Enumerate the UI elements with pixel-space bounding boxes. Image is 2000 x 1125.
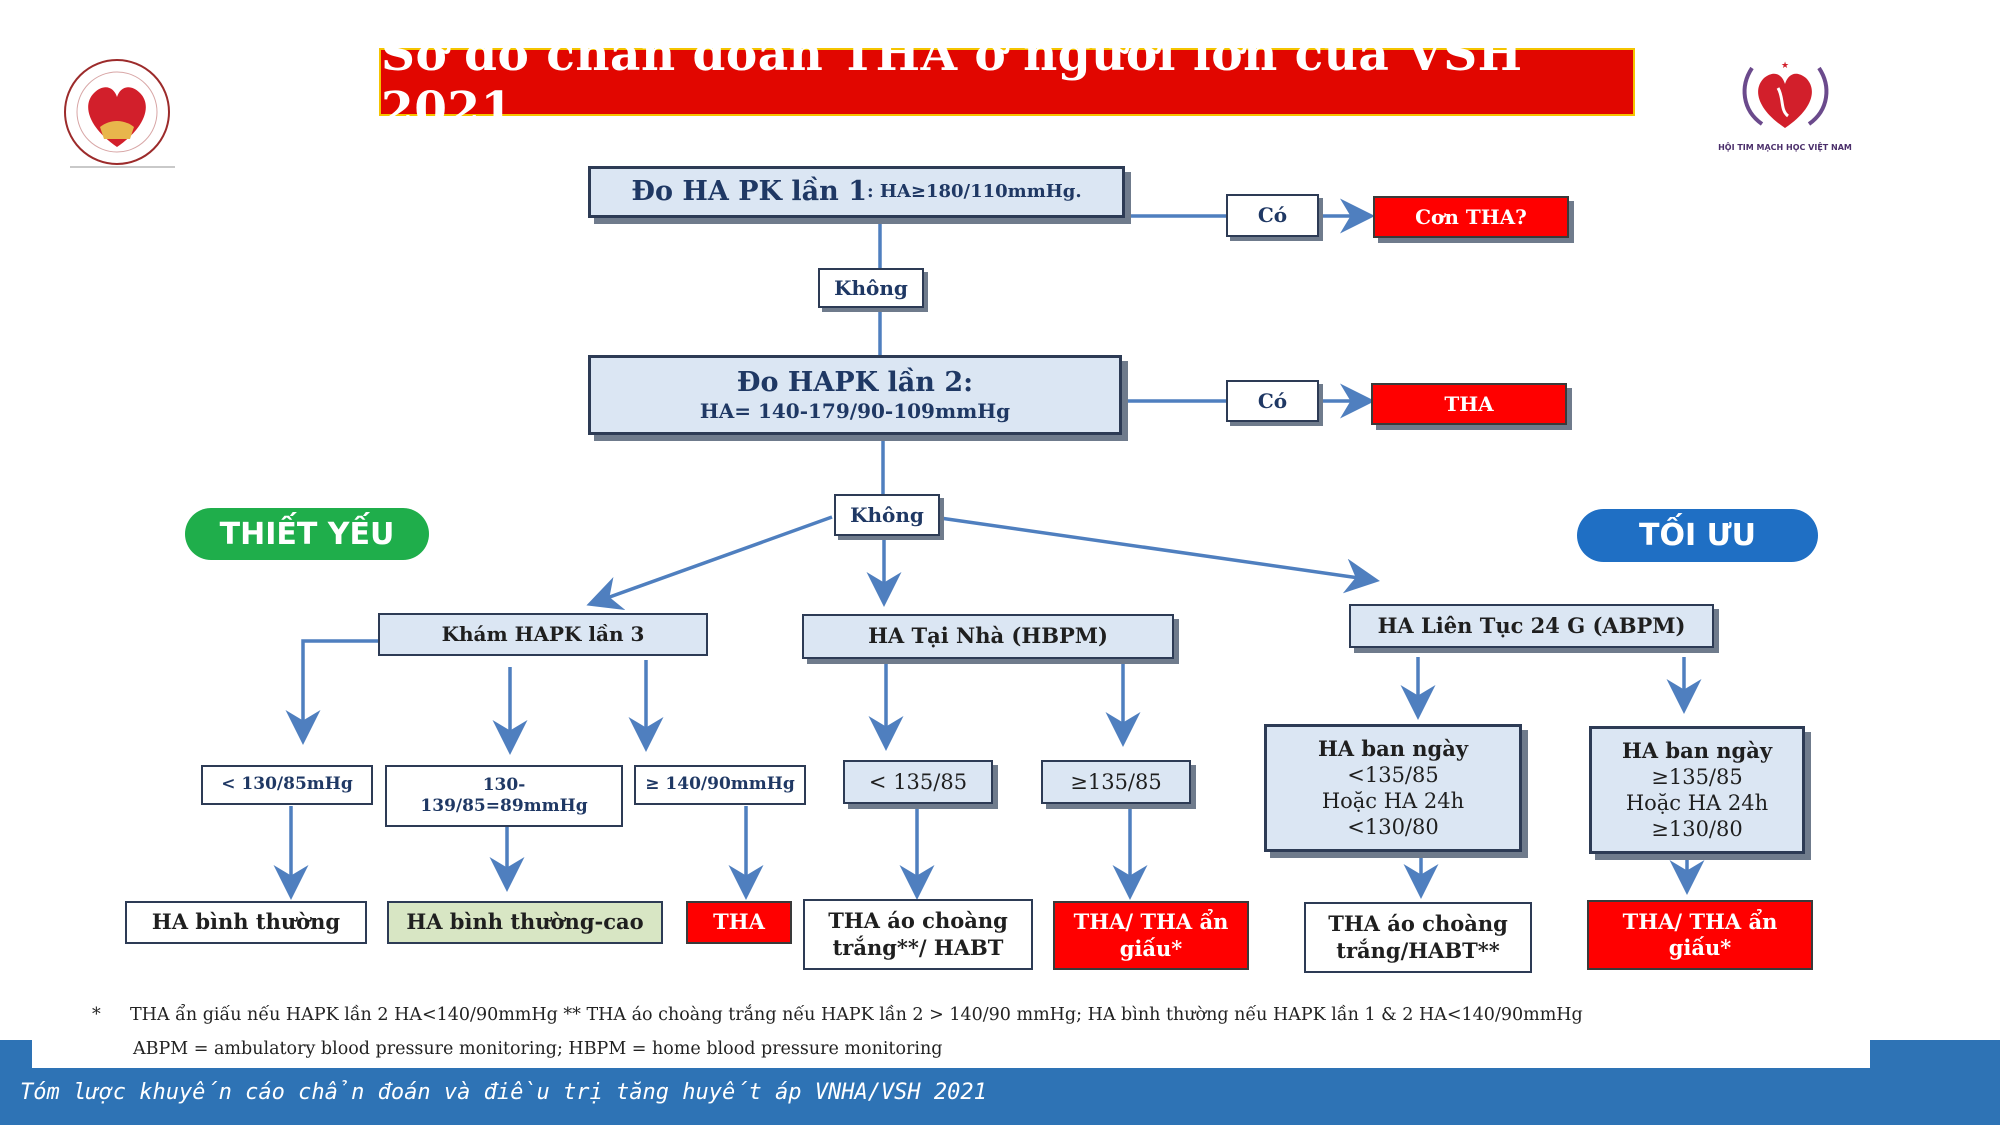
abpm-branch-box: HA Liên Tục 24 G (ABPM) <box>1349 604 1714 648</box>
home-criterion-low: < 135/85 <box>843 760 993 804</box>
step1-no-label: Không <box>818 268 924 308</box>
result-normal: HA bình thường <box>125 901 367 944</box>
footer-top-stripe-right <box>1870 1040 2000 1068</box>
home-branch-box: HA Tại Nhà (HBPM) <box>802 614 1174 659</box>
arrow-to-ambulatory <box>939 516 1380 594</box>
step1-main: Đo HA PK lần 1 <box>631 176 867 208</box>
step1-box: Đo HA PK lần 1 : HA≥180/110mmHg. <box>588 166 1125 218</box>
step1-detail: : HA≥180/110mmHg. <box>866 180 1082 202</box>
abpm-criterion-high: HA ban ngày ≥135/85 Hoặc HA 24h ≥130/80 <box>1589 726 1805 854</box>
result-abpm-white-coat: THA áo choàng trắng/HABT** <box>1304 902 1532 973</box>
step2-result-box: THA <box>1371 383 1567 425</box>
step2-yes-label: Có <box>1226 380 1319 422</box>
step1-yes-label: Có <box>1226 194 1319 237</box>
abpm-criterion-low: HA ban ngày <135/85 Hoặc HA 24h <130/80 <box>1264 724 1522 852</box>
result-abpm-masked: THA/ THA ẩn giấu* <box>1587 900 1813 970</box>
arrow-to-office <box>586 515 833 610</box>
result-tha: THA <box>686 901 792 944</box>
step2-detail: HA= 140-179/90-109mmHg <box>699 399 1011 424</box>
result-high-normal: HA bình thường-cao <box>387 901 663 944</box>
abpm-low-line3: Hoặc HA 24h <box>1321 789 1465 813</box>
office-criterion-normal: < 130/85mHg <box>201 765 373 805</box>
abpm-low-line2: <135/85 <box>1347 762 1439 787</box>
abpm-high-line4: ≥130/80 <box>1651 817 1743 842</box>
office-branch-box: Khám HAPK lần 3 <box>378 613 708 656</box>
result-home-masked: THA/ THA ẩn giấu* <box>1053 901 1249 970</box>
optimal-pill: TỐI ƯU <box>1577 509 1818 562</box>
abpm-high-line3: Hoặc HA 24h <box>1625 791 1769 815</box>
abpm-low-line4: <130/80 <box>1347 815 1439 840</box>
svg-text:★: ★ <box>1781 61 1789 71</box>
step2-box: Đo HAPK lần 2: HA= 140-179/90-109mmHg <box>588 355 1122 435</box>
footnote-1: THA ẩn giấu nếu HAPK lần 2 HA<140/90mmHg… <box>130 1005 1583 1025</box>
vnha-logo: ★ <box>1728 58 1843 158</box>
step2-no-label: Không <box>834 494 940 536</box>
abpm-high-line1: HA ban ngày <box>1621 737 1773 763</box>
footer-text: Tóm lược khuyến cáo chẩn đoán và điều tr… <box>20 1080 987 1105</box>
home-criterion-high: ≥135/85 <box>1041 760 1191 804</box>
office-criterion-high-normal: 130-139/85=89mmHg <box>385 765 623 827</box>
arrow-office-normal <box>285 639 378 745</box>
step2-main: Đo HAPK lần 2: <box>736 366 974 398</box>
footer-bar <box>0 1068 2000 1125</box>
footnote-2: ABPM = ambulatory blood pressure monitor… <box>133 1039 943 1059</box>
step1-result-box: Cơn THA? <box>1373 196 1569 238</box>
abpm-high-line2: ≥135/85 <box>1651 764 1743 789</box>
vnha-logo-text: HỘI TIM MẠCH HỌC VIỆT NAM <box>1718 143 1852 152</box>
page-title: Sơ đồ chẩn đoán THA ở người lớn của VSH … <box>379 27 1635 137</box>
footnote-star: * <box>92 1005 101 1025</box>
essential-pill: THIẾT YẾU <box>185 508 429 560</box>
footer-top-stripe-left <box>0 1040 32 1068</box>
vsh-logo <box>60 55 235 170</box>
abpm-low-line1: HA ban ngày <box>1317 735 1469 761</box>
result-home-white-coat: THA áo choàng trắng**/ HABT <box>803 899 1033 970</box>
office-criterion-high: ≥ 140/90mmHg <box>634 765 806 805</box>
